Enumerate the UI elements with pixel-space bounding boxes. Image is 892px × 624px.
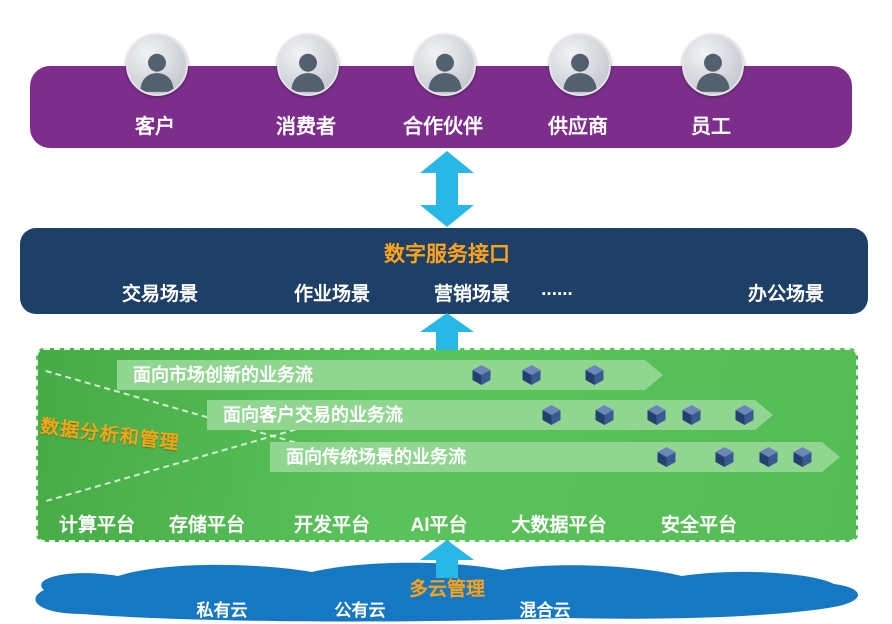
audience-label: 合作伙伴 bbox=[403, 116, 483, 138]
scene-label: 作业场景 bbox=[293, 284, 371, 305]
flow-bar: 面向客户交易的业务流 bbox=[207, 400, 773, 430]
cube-icon bbox=[595, 404, 614, 426]
flow-label: 面向市场创新的业务流 bbox=[133, 365, 313, 385]
platform-label: AI平台 bbox=[410, 515, 468, 536]
platform-label: 存储平台 bbox=[168, 515, 246, 536]
scene-label: ...... bbox=[541, 279, 573, 300]
platform-panel: 数据分析和管理 面向市场创新的业务流 面向客户交易的业务流 面向传统场景的业务流 bbox=[36, 348, 858, 542]
scene-label: 办公场景 bbox=[747, 284, 825, 305]
cloud-title: 多云管理 bbox=[408, 579, 486, 600]
cloud-icon bbox=[35, 562, 859, 622]
cube-icon bbox=[715, 446, 734, 468]
up-arrow-icon bbox=[420, 313, 474, 350]
service-banner bbox=[20, 228, 868, 314]
cube-icon bbox=[793, 446, 812, 468]
double-vertical-arrow-icon bbox=[420, 151, 474, 227]
audience-label: 员工 bbox=[691, 116, 731, 138]
person-avatar bbox=[682, 34, 744, 96]
cloud-label: 公有云 bbox=[334, 601, 386, 620]
flow-label: 面向客户交易的业务流 bbox=[223, 405, 403, 425]
service-banner-title: 数字服务接口 bbox=[384, 243, 510, 266]
person-icon bbox=[140, 53, 174, 92]
scene-label: 营销场景 bbox=[433, 284, 511, 305]
cube-icon bbox=[759, 446, 778, 468]
flow-label: 面向传统场景的业务流 bbox=[286, 447, 466, 467]
person-avatar bbox=[277, 34, 339, 96]
person-icon bbox=[563, 53, 597, 92]
cube-icon bbox=[585, 364, 604, 386]
up-arrow-icon bbox=[420, 540, 474, 578]
platform-label: 大数据平台 bbox=[511, 515, 607, 536]
cube-icon bbox=[682, 404, 701, 426]
platform-label: 开发平台 bbox=[293, 515, 371, 536]
cube-icon bbox=[735, 404, 754, 426]
cloud-label: 私有云 bbox=[196, 601, 248, 620]
audience-label: 消费者 bbox=[276, 116, 336, 138]
cloud-label: 混合云 bbox=[519, 601, 571, 620]
platform-label: 计算平台 bbox=[58, 515, 136, 536]
scene-label: 交易场景 bbox=[121, 284, 199, 305]
panel-side-label: 数据分析和管理 bbox=[38, 416, 181, 455]
person-icon bbox=[696, 53, 730, 92]
cube-icon bbox=[657, 446, 676, 468]
cube-icon bbox=[522, 364, 541, 386]
audience-label: 客户 bbox=[135, 116, 175, 138]
person-icon bbox=[428, 53, 462, 92]
cube-icon bbox=[647, 404, 666, 426]
person-avatar bbox=[126, 34, 188, 96]
audience-label: 供应商 bbox=[548, 116, 608, 138]
cube-icon bbox=[542, 404, 561, 426]
person-icon bbox=[291, 53, 325, 92]
cube-icon bbox=[472, 364, 491, 386]
person-avatar bbox=[549, 34, 611, 96]
flow-bar: 面向传统场景的业务流 bbox=[270, 442, 840, 472]
platform-label: 安全平台 bbox=[660, 515, 738, 536]
person-avatar bbox=[414, 34, 476, 96]
flow-bar: 面向市场创新的业务流 bbox=[117, 360, 663, 390]
